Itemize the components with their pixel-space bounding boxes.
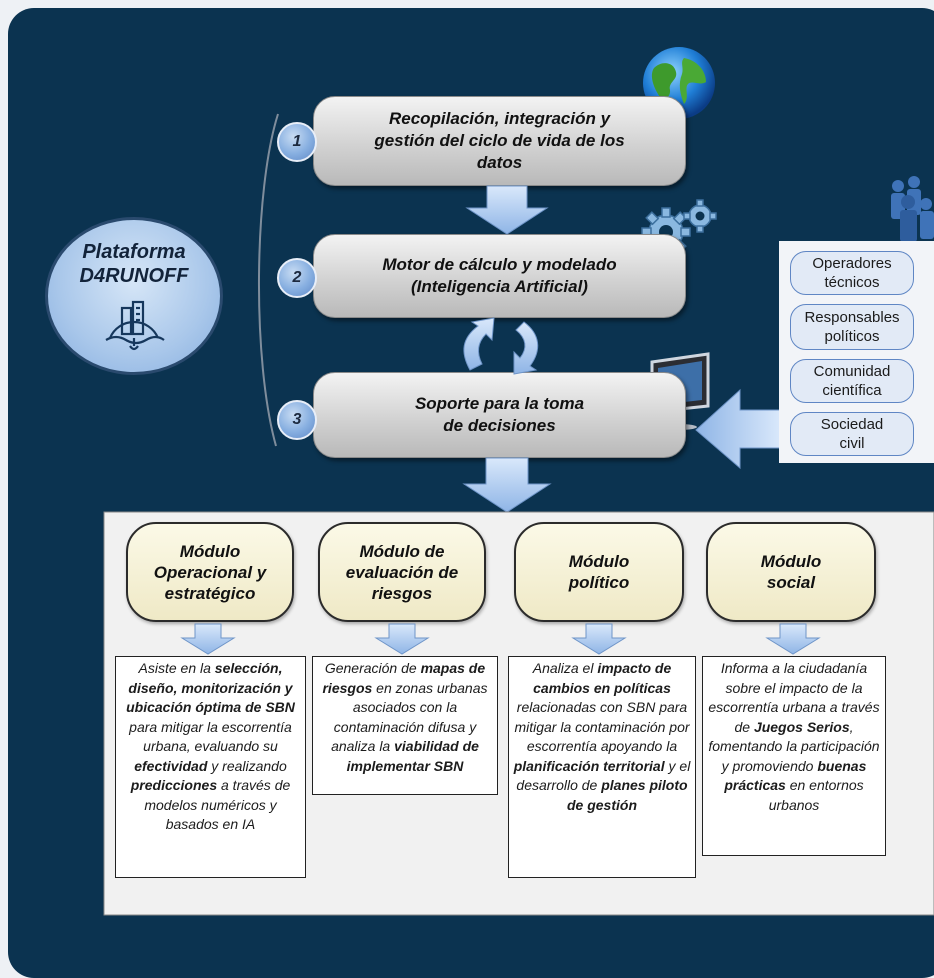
step-2-bar: Motor de cálculo y modelado (Inteligenci… <box>313 234 686 318</box>
arrow-module-3 <box>571 623 627 655</box>
module-0-text-part: y realizando <box>207 757 287 774</box>
module-operational-title: Módulo Operacional y estratégico <box>126 522 294 622</box>
module-1-text-part: Generación de <box>324 660 421 676</box>
bracket-line <box>257 113 279 447</box>
module-0-text-part: predicciones <box>130 777 218 793</box>
module-political-description: Analiza el impacto de cambios en polític… <box>508 656 696 878</box>
module-2-text-part: Analiza el <box>532 660 598 676</box>
step-3-number: 3 <box>277 400 317 440</box>
platform-ellipse: Plataforma D4RUNOFF <box>45 217 223 375</box>
module-2-text-part: planificación territorial <box>513 757 665 774</box>
stakeholder-civil-society: Sociedad civil <box>790 412 914 456</box>
step-1-label: Recopilación, integración y gestión del … <box>374 109 625 172</box>
module-political-title: Módulo político <box>514 522 684 622</box>
arrow-module-4 <box>765 623 821 655</box>
stakeholder-operators: Operadores técnicos <box>790 251 914 295</box>
module-3-text-part: en entornos urbanos <box>768 777 864 813</box>
step-1-bar: Recopilación, integración y gestión del … <box>313 96 686 186</box>
module-1-text-part: en zonas urbanas asociados con la contam… <box>331 679 488 755</box>
water-treatment-icon <box>105 300 165 351</box>
step-3-bar: Soporte para la toma de decisiones <box>313 372 686 458</box>
arrow-module-2 <box>374 623 430 655</box>
module-risk-title: Módulo de evaluación de riesgos <box>318 522 486 622</box>
step-2-label: Motor de cálculo y modelado (Inteligenci… <box>382 255 617 296</box>
module-0-text-part: a través de modelos numéricos y basados … <box>144 777 291 832</box>
module-1-text-part: mapas de riesgos <box>322 660 486 696</box>
module-3-text-part: Juegos Serios <box>753 718 850 735</box>
module-2-text-part: planes piloto de gestión <box>566 777 688 813</box>
step-1-number: 1 <box>277 122 317 162</box>
module-social-title: Módulo social <box>706 522 876 622</box>
module-2-text-part: relacionadas con SBN para mitigar la con… <box>514 699 690 754</box>
module-operational-description: Asiste en la selección, diseño, monitori… <box>115 656 306 878</box>
module-0-text-part: efectividad <box>134 757 208 774</box>
module-social-description: Informa a la ciudadanía sobre el impacto… <box>702 656 886 856</box>
step-2-number: 2 <box>277 258 317 298</box>
stakeholders-box: Operadores técnicos Responsables polític… <box>779 241 934 463</box>
module-1-text-part: viabilidad de implementar SBN <box>346 738 479 774</box>
stakeholder-scientists: Comunidad científica <box>790 359 914 403</box>
module-3-text-part: buenas prácticas <box>724 757 867 794</box>
module-3-text-part: Informa a la ciudadanía sobre el impacto… <box>708 660 880 735</box>
module-2-text-part: y el desarrollo de <box>516 757 691 794</box>
module-2-text-part: impacto de cambios en políticas <box>533 660 672 696</box>
module-0-text-part: selección, diseño, monitorización y ubic… <box>126 660 295 715</box>
module-0-text-part: para mitigar la escorrentía urbana, eval… <box>129 718 292 755</box>
module-3-text-part: , fomentando la participación y promovie… <box>708 718 880 774</box>
platform-title-line1: Plataforma <box>82 241 186 263</box>
module-risk-description: Generación de mapas de riesgos en zonas … <box>312 656 498 795</box>
module-0-text-part: Asiste en la <box>138 660 215 676</box>
people-icon <box>891 176 934 242</box>
arrow-module-1 <box>180 623 236 655</box>
step-3-label: Soporte para la toma de decisiones <box>414 394 585 435</box>
platform-title-line2: D4RUNOFF <box>79 265 189 287</box>
stakeholder-politicians: Responsables políticos <box>790 304 914 350</box>
